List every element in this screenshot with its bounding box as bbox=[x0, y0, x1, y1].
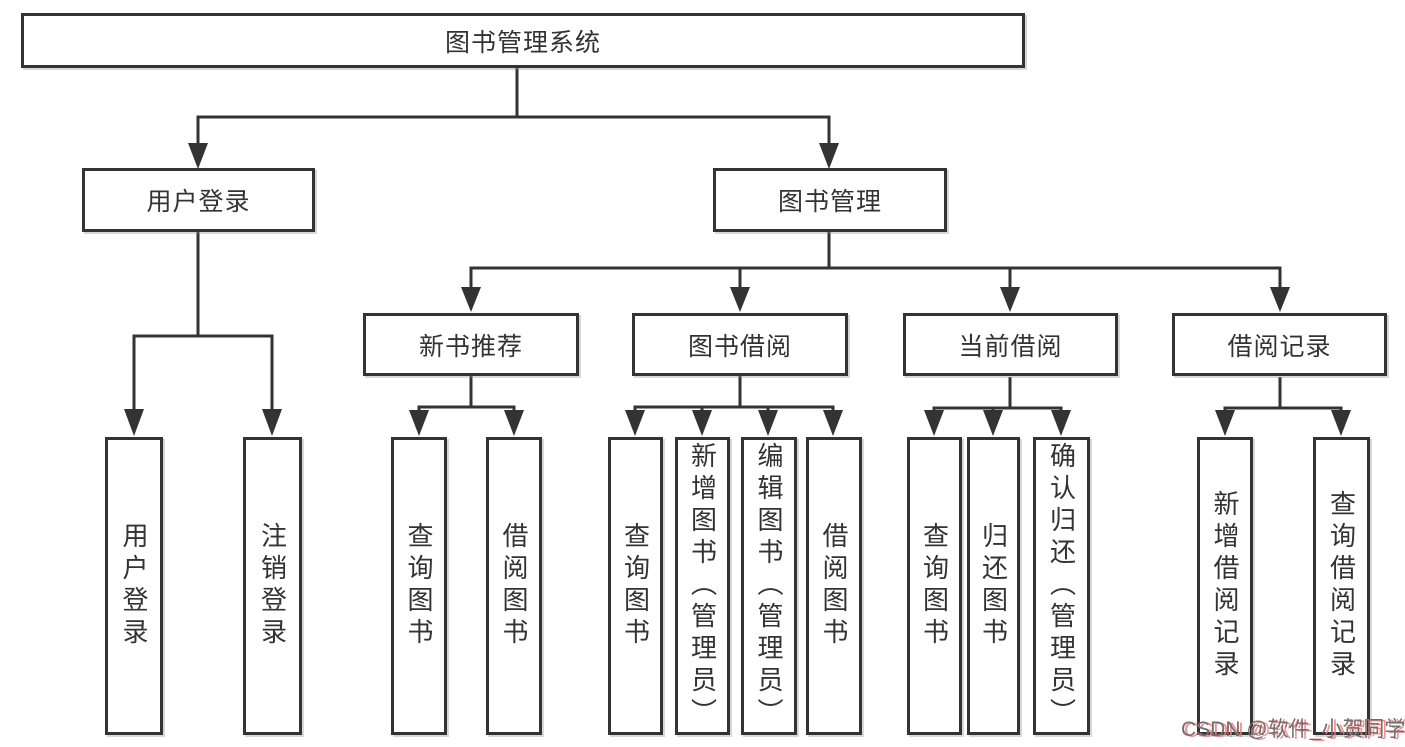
leaf-user-login: 用户登录 bbox=[105, 437, 163, 735]
arrowhead bbox=[1331, 410, 1351, 436]
arrowhead bbox=[730, 287, 750, 312]
leaf-edit-books-admin: 编辑图书（管理员） bbox=[741, 437, 797, 735]
arrowhead bbox=[1000, 287, 1020, 312]
leaf-borrow-books: 借阅图书 bbox=[806, 437, 862, 735]
arrowhead bbox=[262, 409, 282, 436]
csdn-watermark: CSDN @软件_小贺同学 bbox=[1181, 718, 1405, 741]
connector-new-book-recommend-to-leaves bbox=[409, 376, 524, 436]
node-root: 图书管理系统 bbox=[21, 13, 1025, 68]
node-current-borrow: 当前借阅 bbox=[903, 313, 1118, 376]
leaf-add-books-admin: 新增图书（管理员） bbox=[675, 437, 730, 735]
node-book-borrow: 图书借阅 bbox=[632, 313, 848, 376]
arrowhead bbox=[625, 410, 645, 436]
connector-book-borrow-to-leaves bbox=[625, 375, 843, 436]
arrowhead bbox=[758, 410, 778, 436]
arrowhead bbox=[124, 409, 144, 436]
connector-root-to-level1 bbox=[188, 68, 839, 169]
connector-book-mgmt-to-modules bbox=[461, 232, 1290, 312]
arrowhead bbox=[1270, 287, 1290, 312]
leaf-add-borrow-record: 新增借阅记录 bbox=[1197, 437, 1253, 735]
arrowhead bbox=[924, 410, 944, 436]
arrowhead bbox=[188, 143, 208, 169]
arrowhead bbox=[1215, 410, 1235, 436]
node-user-login: 用户登录 bbox=[82, 168, 315, 232]
arrowhead bbox=[504, 410, 524, 436]
node-book-management: 图书管理 bbox=[713, 168, 947, 232]
arrowhead bbox=[823, 410, 843, 436]
arrowhead bbox=[819, 143, 839, 169]
arrowhead bbox=[461, 287, 481, 312]
leaf-confirm-return-admin: 确认归还（管理员） bbox=[1033, 437, 1090, 735]
leaf-return-books: 归还图书 bbox=[967, 437, 1020, 735]
arrowhead bbox=[983, 410, 1003, 436]
leaf-query-books-current: 查询图书 bbox=[907, 437, 962, 735]
leaf-query-borrow-record: 查询借阅记录 bbox=[1313, 437, 1370, 735]
leaf-query-books-recommend: 查询图书 bbox=[391, 437, 447, 735]
node-new-book-recommend: 新书推荐 bbox=[363, 313, 579, 376]
connector-borrow-records-to-leaves bbox=[1215, 377, 1351, 436]
leaf-borrow-books-recommend: 借阅图书 bbox=[486, 437, 542, 735]
leaf-query-books-borrow: 查询图书 bbox=[608, 437, 663, 735]
arrowhead bbox=[692, 410, 712, 436]
connector-user-login-to-leaves bbox=[124, 232, 282, 436]
node-borrow-records: 借阅记录 bbox=[1172, 313, 1387, 376]
leaf-logout: 注销登录 bbox=[243, 437, 302, 735]
arrowhead bbox=[409, 410, 429, 436]
arrowhead bbox=[1051, 410, 1071, 436]
connector-current-borrow-to-leaves bbox=[924, 377, 1071, 436]
